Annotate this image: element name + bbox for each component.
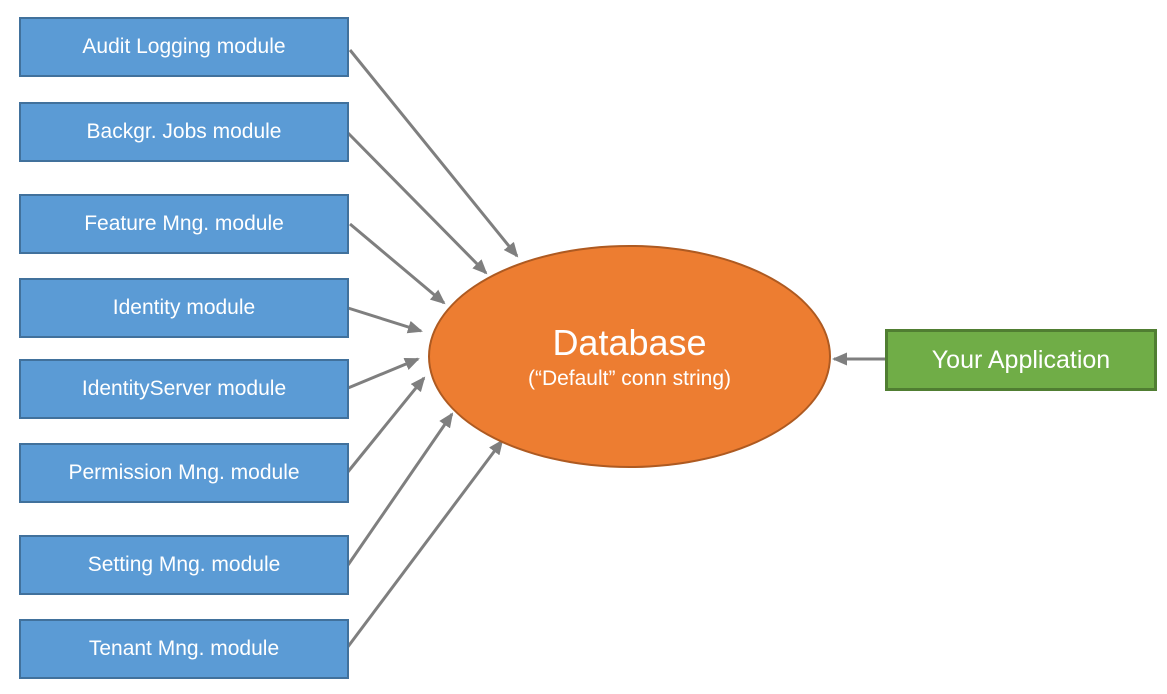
module-box-permission-mng: Permission Mng. module xyxy=(19,443,349,503)
arrow-tenant-mng-to-database xyxy=(345,439,504,649)
database-title: Database xyxy=(552,321,707,363)
module-box-tenant-mng: Tenant Mng. module xyxy=(19,619,349,679)
module-box-identityserver: IdentityServer module xyxy=(19,359,349,419)
your-application-box: Your Application xyxy=(885,329,1157,391)
arrow-feature-mng-to-database xyxy=(349,222,446,305)
module-box-identity: Identity module xyxy=(19,278,349,338)
arrow-permission-mng-to-database xyxy=(345,376,426,474)
database-ellipse: Database (“Default” conn string) xyxy=(428,245,831,468)
arrow-identityserver-to-database xyxy=(347,357,420,390)
database-subtitle: (“Default” conn string) xyxy=(527,367,732,391)
arrow-audit-logging-to-database xyxy=(348,49,519,258)
arrow-backgr-jobs-to-database xyxy=(346,131,488,275)
module-box-audit-logging: Audit Logging module xyxy=(19,17,349,77)
arrow-setting-mng-to-database xyxy=(346,412,454,566)
arrow-identity-to-database xyxy=(347,306,423,334)
module-box-feature-mng: Feature Mng. module xyxy=(19,194,349,254)
module-box-setting-mng: Setting Mng. module xyxy=(19,535,349,595)
module-box-backgr-jobs: Backgr. Jobs module xyxy=(19,102,349,162)
